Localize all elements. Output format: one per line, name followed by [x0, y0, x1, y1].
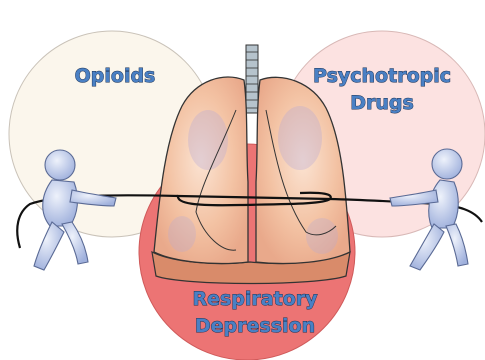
psychotropic-label-line2: Drugs: [350, 92, 414, 114]
opioids-label: Opioids: [75, 65, 156, 87]
respiratory-label-line1: Respiratory: [192, 288, 318, 310]
respiratory-label-line2: Depression: [195, 315, 315, 337]
trachea-icon: [246, 45, 258, 113]
psychotropic-label-line1: Psychotropic: [313, 65, 451, 87]
